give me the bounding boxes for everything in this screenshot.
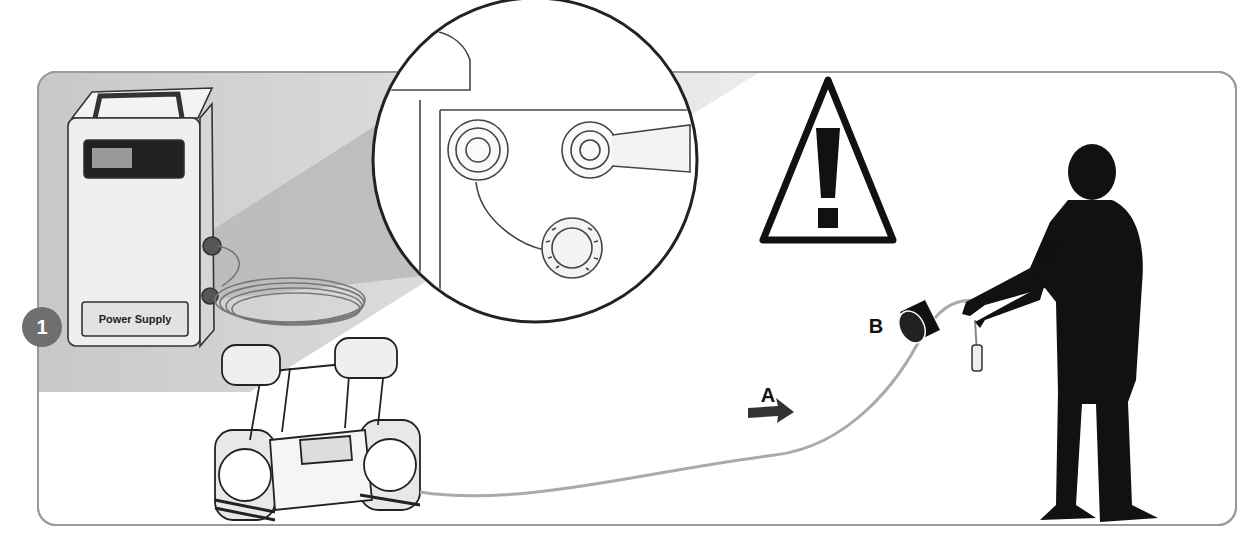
- callout-circle: [22, 307, 62, 347]
- power-supply: [68, 88, 221, 346]
- cable-coil: [215, 246, 365, 325]
- pool-robot: [215, 338, 420, 520]
- floating-cable: [420, 335, 922, 496]
- part-letter: A: [761, 385, 775, 405]
- person-silhouette: [962, 144, 1158, 522]
- part-letter: B: [869, 316, 883, 336]
- warning-symbol: [763, 80, 893, 240]
- swivel-float: [893, 300, 940, 348]
- device-label: Power Supply: [99, 314, 172, 325]
- magnifier-circle: [373, 0, 697, 322]
- callout-number: 1: [36, 317, 47, 337]
- connector-detail: [380, 30, 700, 320]
- panel-frame: [38, 72, 1236, 525]
